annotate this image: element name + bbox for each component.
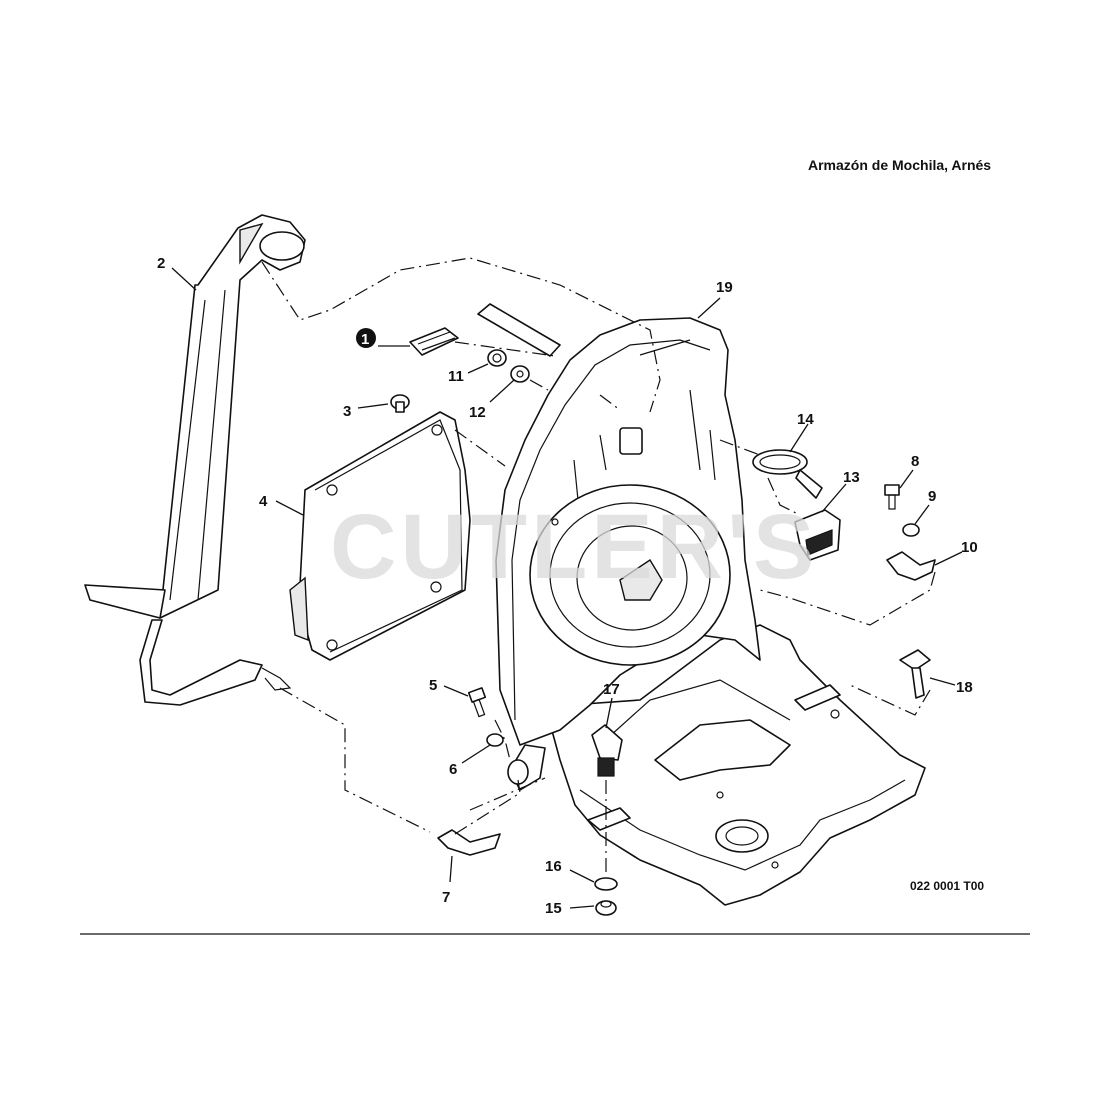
callout-13: 13: [843, 469, 860, 486]
clamp-14: [752, 449, 823, 499]
callout-12: 12: [469, 404, 486, 421]
callout-19: 19: [716, 279, 733, 296]
washer-12: [510, 365, 530, 383]
callout-16: 16: [545, 858, 562, 875]
backpack-frame-19: [495, 317, 926, 906]
damper-13: [794, 509, 841, 561]
bolt-8: [884, 484, 900, 510]
assembly-lines: [261, 257, 936, 876]
drawing-code: 022 0001 T00: [910, 879, 984, 893]
callout-labels: 2 1 3 4 11 12 19 14 13 8 9 10 18 5 6 7 1…: [157, 255, 978, 917]
nut-11: [487, 349, 507, 367]
callout-1-marker: [356, 328, 376, 348]
callout-2: 2: [157, 255, 165, 272]
watermark: CUTLER'S: [330, 496, 818, 598]
wing-screw-18: [899, 649, 931, 699]
callout-5: 5: [429, 677, 437, 694]
callout-11: 11: [448, 368, 464, 385]
callout-14: 14: [797, 411, 814, 428]
shoulder-strap-2: [84, 214, 306, 706]
nut-15: [595, 900, 617, 916]
callout-4: 4: [259, 493, 268, 510]
diagram-title: Armazón de Mochila, Arnés: [808, 157, 991, 173]
hook-bracket-7: [437, 829, 501, 856]
cover-plate-4: [289, 411, 471, 661]
buckle-1: [409, 327, 459, 356]
washer-9: [902, 523, 920, 537]
bracket-10: [886, 551, 936, 581]
rubber-mount-17: [591, 724, 623, 777]
leader-lines: [171, 267, 963, 909]
callout-7: 7: [442, 889, 450, 906]
callout-9: 9: [928, 488, 936, 505]
washer-16: [594, 877, 618, 891]
callout-8: 8: [911, 453, 919, 470]
callout-10: 10: [961, 539, 978, 556]
strap-segment: [477, 303, 561, 357]
callout-1: 1: [361, 331, 369, 348]
callout-18: 18: [956, 679, 973, 696]
screw-3: [390, 394, 410, 413]
callout-17: 17: [603, 681, 620, 698]
callout-3: 3: [343, 403, 351, 420]
bolt-5: [467, 687, 487, 718]
washer-6: [486, 733, 504, 747]
callout-6: 6: [449, 761, 457, 778]
callout-15: 15: [545, 900, 562, 917]
